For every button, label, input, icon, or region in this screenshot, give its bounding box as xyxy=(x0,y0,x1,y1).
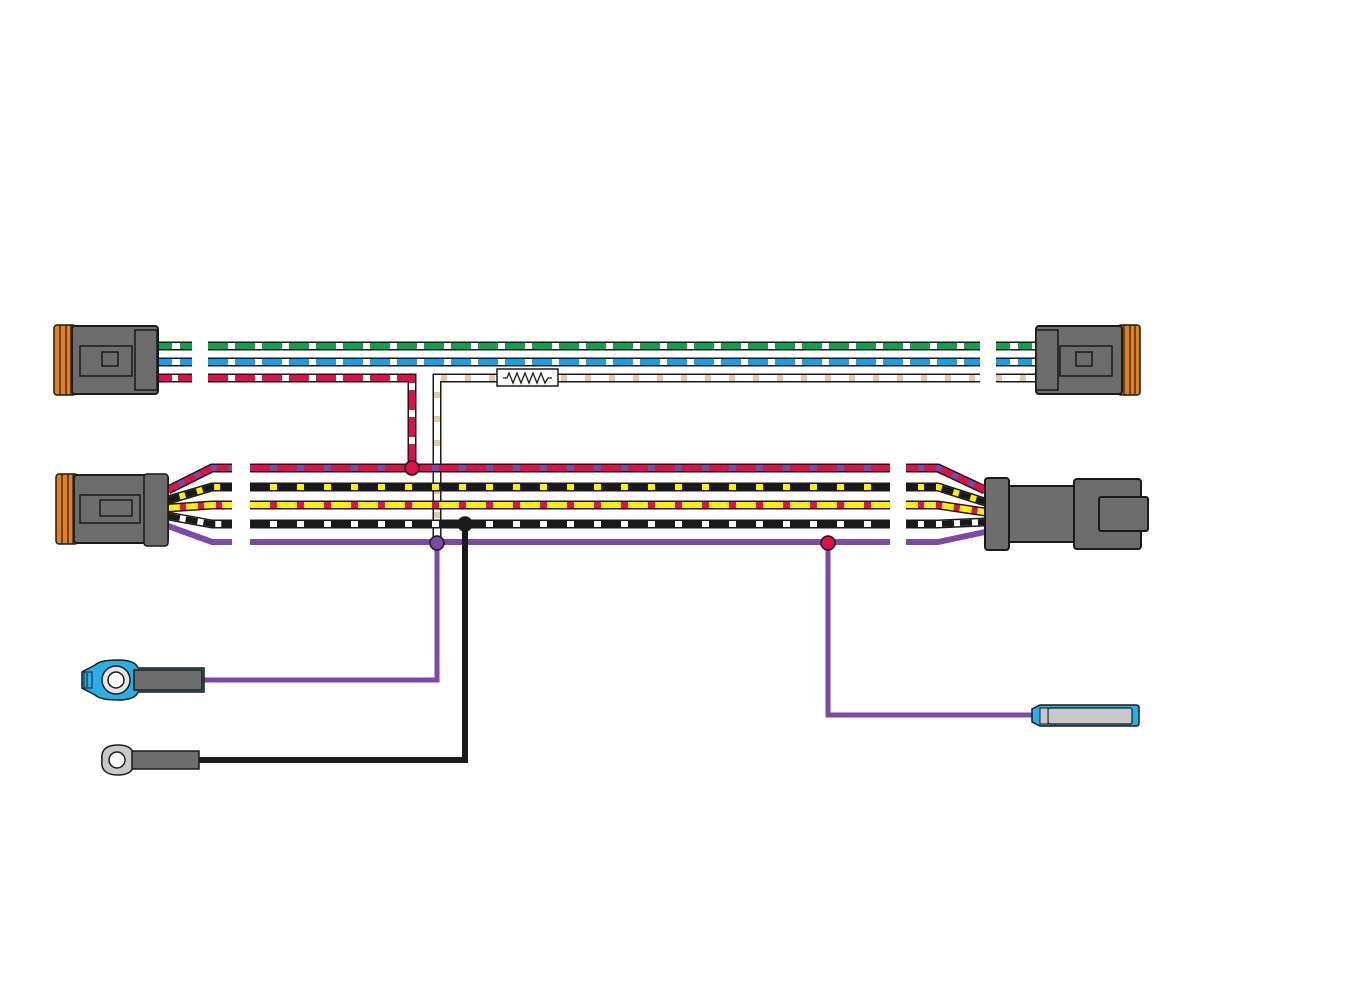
lower-wire-bundle xyxy=(168,468,985,542)
resistor-icon xyxy=(497,369,558,386)
connector-top-left xyxy=(54,325,158,395)
wire-black-white xyxy=(168,516,985,524)
splice-red-lower xyxy=(821,536,835,550)
splice-red-upper xyxy=(405,461,419,475)
connector-bundle-right xyxy=(985,478,1148,550)
top-wire-run xyxy=(158,346,1036,542)
connector-bundle-left xyxy=(56,474,168,546)
bullet-terminal xyxy=(1032,705,1139,726)
wire-red-white xyxy=(158,378,412,468)
splice-black xyxy=(458,517,472,531)
ring-terminal-bare xyxy=(102,745,199,775)
connector-top-right xyxy=(1036,325,1140,395)
drop-wires xyxy=(198,524,1034,760)
ring-terminal-insulated xyxy=(82,660,204,700)
splice-purple xyxy=(430,536,444,550)
wire-tan-white xyxy=(437,378,1036,542)
wire-black-yellow xyxy=(168,487,985,502)
wire-yellow-red xyxy=(168,505,985,512)
